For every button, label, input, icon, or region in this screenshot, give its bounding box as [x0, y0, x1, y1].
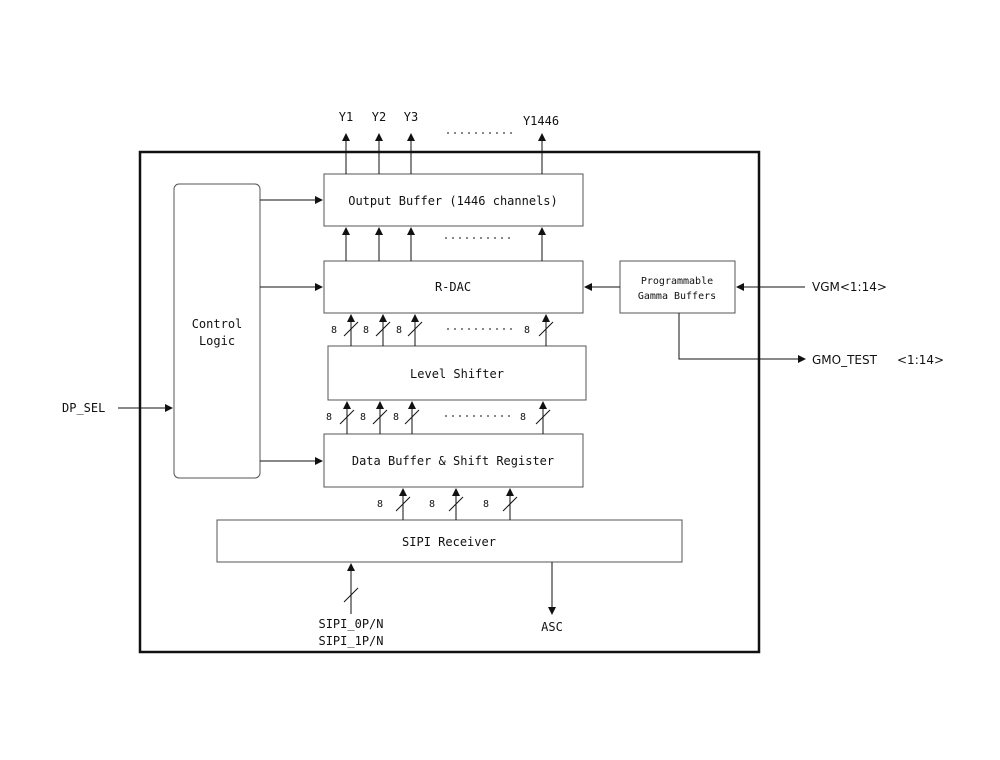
bus-slash: [404, 409, 420, 425]
bus-slash: [538, 321, 554, 337]
data-buffer-block: [323, 433, 584, 488]
rdac-to-output-links: [342, 227, 546, 261]
bus-slash: [448, 496, 464, 512]
control-logic-links: [260, 196, 323, 465]
bus-width-label: 8: [377, 499, 383, 510]
sipi-input-slash: [343, 587, 359, 603]
control-logic-block: [173, 183, 261, 479]
bus-width-label: 8: [524, 325, 530, 336]
data-buffer-label: Data Buffer & Shift Register: [352, 454, 554, 468]
sipi-1-label: SIPI_1P/N: [318, 634, 383, 648]
bus-slash: [535, 409, 551, 425]
gmo-test-arrow: [678, 313, 806, 363]
asc-label: ASC: [541, 620, 563, 634]
sipi-0-label: SIPI_0P/N: [318, 617, 383, 631]
level-shifter-block: [327, 345, 587, 401]
bus-width-label: 8: [331, 325, 337, 336]
bus-width-label: 8: [396, 325, 402, 336]
output-channels: Y1 Y2 Y3 Y1446: [339, 110, 559, 174]
y2-label: Y2: [372, 110, 386, 124]
vgm-label: VGM<1:14>: [812, 280, 887, 294]
control-logic-label-2: Logic: [199, 334, 235, 348]
bus-width-label: 8: [483, 499, 489, 510]
rdac-block: [323, 260, 584, 314]
gamma-buffers-label-1: Programmable: [641, 276, 713, 287]
bus-width-label: 8: [520, 412, 526, 423]
sipi-receiver-label: SIPI Receiver: [402, 535, 496, 549]
bus-width-label: 8: [393, 412, 399, 423]
output-buffer-block: [323, 173, 584, 227]
bus-slash: [395, 496, 411, 512]
y1-label: Y1: [339, 110, 353, 124]
y1446-label: Y1446: [523, 114, 559, 128]
rdac-label: R-DAC: [435, 280, 471, 294]
bus-width-label: 8: [363, 325, 369, 336]
sipi-receiver-block: [216, 519, 683, 563]
chip-boundary: [138, 150, 761, 654]
shifter-to-rdac-buses: 8 8 8 8: [331, 314, 554, 346]
bus-width-label: 8: [326, 412, 332, 423]
bus-slash: [372, 409, 388, 425]
control-logic-label-1: Control: [192, 317, 243, 331]
y3-label: Y3: [404, 110, 418, 124]
output-buffer-label: Output Buffer (1446 channels): [348, 194, 558, 208]
bus-slash: [407, 321, 423, 337]
gamma-buffers-label-2: Gamma Buffers: [638, 291, 716, 302]
gmo-test-range-label: <1:14>: [897, 353, 944, 367]
bus-slash: [343, 321, 359, 337]
bus-slash: [375, 321, 391, 337]
dp-sel-label: DP_SEL: [62, 401, 105, 415]
bus-slash: [339, 409, 355, 425]
bus-width-label: 8: [360, 412, 366, 423]
sipi-to-databuffer-buses: 8 8 8: [377, 488, 518, 520]
databuffer-to-shifter-buses: 8 8 8 8: [326, 401, 551, 434]
gamma-buffers-block: [619, 260, 736, 314]
bus-slash: [502, 496, 518, 512]
level-shifter-label: Level Shifter: [410, 367, 504, 381]
bus-width-label: 8: [429, 499, 435, 510]
gmo-test-label: GMO_TEST: [812, 353, 878, 367]
